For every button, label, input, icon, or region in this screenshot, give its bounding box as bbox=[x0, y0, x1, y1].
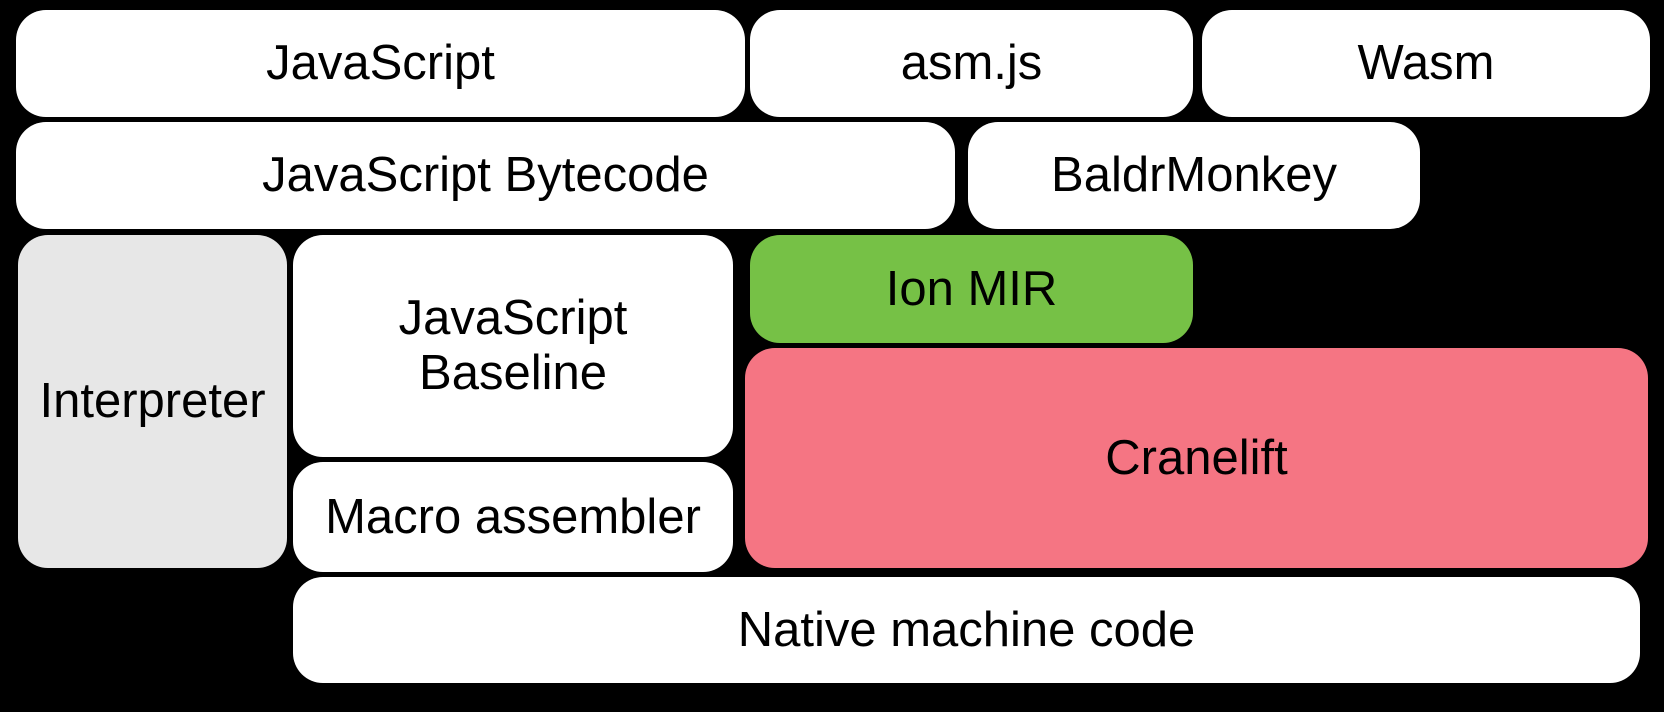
node-asmjs-label: asm.js bbox=[900, 36, 1043, 91]
node-javascript-baseline-label: JavaScript Baseline bbox=[398, 291, 628, 400]
node-asmjs: asm.js bbox=[750, 10, 1193, 117]
node-cranelift-label: Cranelift bbox=[1105, 430, 1288, 485]
node-javascript: JavaScript bbox=[16, 10, 745, 117]
node-interpreter-label: Interpreter bbox=[39, 374, 266, 429]
node-cranelift: Cranelift bbox=[745, 348, 1648, 568]
node-native-machine-code-label: Native machine code bbox=[737, 602, 1196, 657]
node-wasm: Wasm bbox=[1202, 10, 1650, 117]
node-javascript-bytecode-label: JavaScript Bytecode bbox=[262, 148, 709, 203]
node-baldrmonkey: BaldrMonkey bbox=[968, 122, 1420, 229]
node-ion-mir-label: Ion MIR bbox=[885, 261, 1058, 316]
node-javascript-bytecode: JavaScript Bytecode bbox=[16, 122, 955, 229]
node-native-machine-code: Native machine code bbox=[293, 577, 1640, 683]
node-macro-assembler-label: Macro assembler bbox=[325, 489, 701, 544]
node-ion-mir: Ion MIR bbox=[750, 235, 1193, 343]
node-wasm-label: Wasm bbox=[1357, 36, 1495, 91]
node-baldrmonkey-label: BaldrMonkey bbox=[1051, 148, 1337, 203]
node-macro-assembler: Macro assembler bbox=[293, 462, 733, 572]
node-javascript-baseline: JavaScript Baseline bbox=[293, 235, 733, 457]
node-interpreter: Interpreter bbox=[18, 235, 287, 568]
node-javascript-label: JavaScript bbox=[266, 36, 495, 91]
